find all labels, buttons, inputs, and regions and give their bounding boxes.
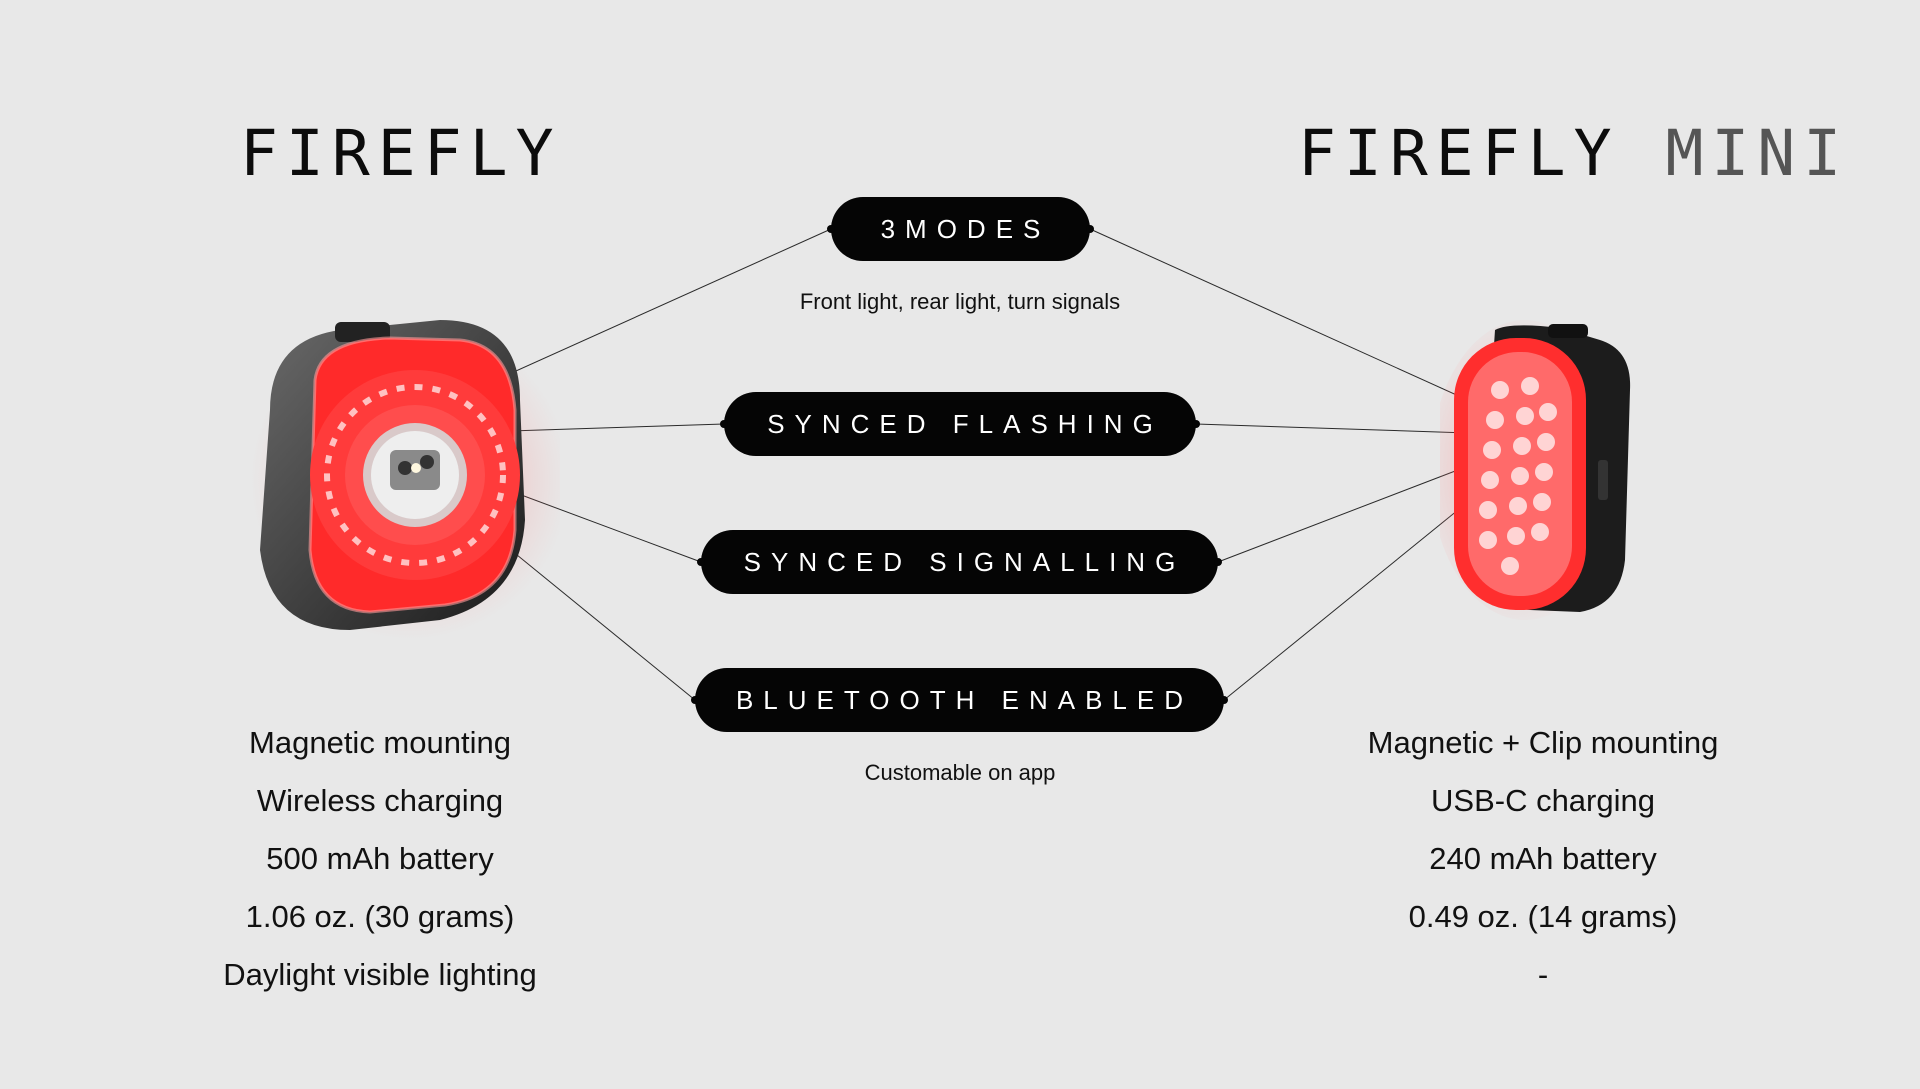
spec-item: Magnetic + Clip mounting: [1367, 725, 1719, 760]
feature-label: SYNCED SIGNALLING: [743, 546, 1186, 577]
spec-item: 240 mAh battery: [1429, 841, 1657, 876]
firefly-mini-title-light: MINI: [1665, 117, 1850, 190]
connector-dot: [697, 558, 705, 566]
connector-line: [1089, 228, 1473, 403]
connector-line: [1223, 509, 1459, 701]
spec-item: USB-C charging: [1431, 783, 1655, 818]
feature-label: BLUETOOTH ENABLED: [735, 684, 1194, 715]
firefly-light-image: [250, 320, 560, 640]
feature-pill-synced-flashing: SYNCED FLASHING: [720, 392, 1200, 456]
firefly-specs-list: Magnetic mounting Wireless charging 500 …: [100, 714, 660, 1004]
spec-item: 0.49 oz. (14 grams): [1408, 899, 1678, 934]
connector-dot: [1192, 420, 1200, 428]
connector-line: [1195, 423, 1469, 434]
connector-dot: [1214, 558, 1222, 566]
firefly-title: FIREFLY: [240, 117, 562, 190]
connector-line: [1217, 467, 1464, 563]
connector-dot: [827, 225, 835, 233]
spec-item: Wireless charging: [256, 783, 504, 818]
firefly-mini-specs-list: Magnetic + Clip mounting USB-C charging …: [1263, 714, 1823, 1004]
feature-pill-bluetooth: BLUETOOTH ENABLED: [691, 668, 1228, 732]
spec-item: 500 mAh battery: [266, 841, 494, 876]
connector-line: [495, 228, 832, 381]
connector-dot: [1220, 696, 1228, 704]
feature-pill-modes: 3MODES: [827, 197, 1094, 261]
feature-label: SYNCED FLASHING: [767, 408, 1163, 439]
connector-dot: [691, 696, 699, 704]
feature-description: Customable on app: [864, 760, 1056, 785]
feature-pill-synced-signalling: SYNCED SIGNALLING: [697, 530, 1222, 594]
feature-label: 3MODES: [880, 213, 1051, 244]
spec-item: Daylight visible lighting: [223, 957, 537, 992]
spec-item: 1.06 oz. (30 grams): [245, 899, 515, 934]
feature-description: Front light, rear light, turn signals: [799, 289, 1121, 314]
spec-item: -: [1537, 957, 1549, 992]
firefly-mini-light-image: [1440, 320, 1631, 620]
spec-item: Magnetic mounting: [249, 725, 511, 760]
connector-dot: [1086, 225, 1094, 233]
firefly-mini-title-main: FIREFLY: [1298, 117, 1620, 190]
connector-dot: [720, 420, 728, 428]
firefly-mini-title: FIREFLY MINI: [1298, 122, 1849, 185]
